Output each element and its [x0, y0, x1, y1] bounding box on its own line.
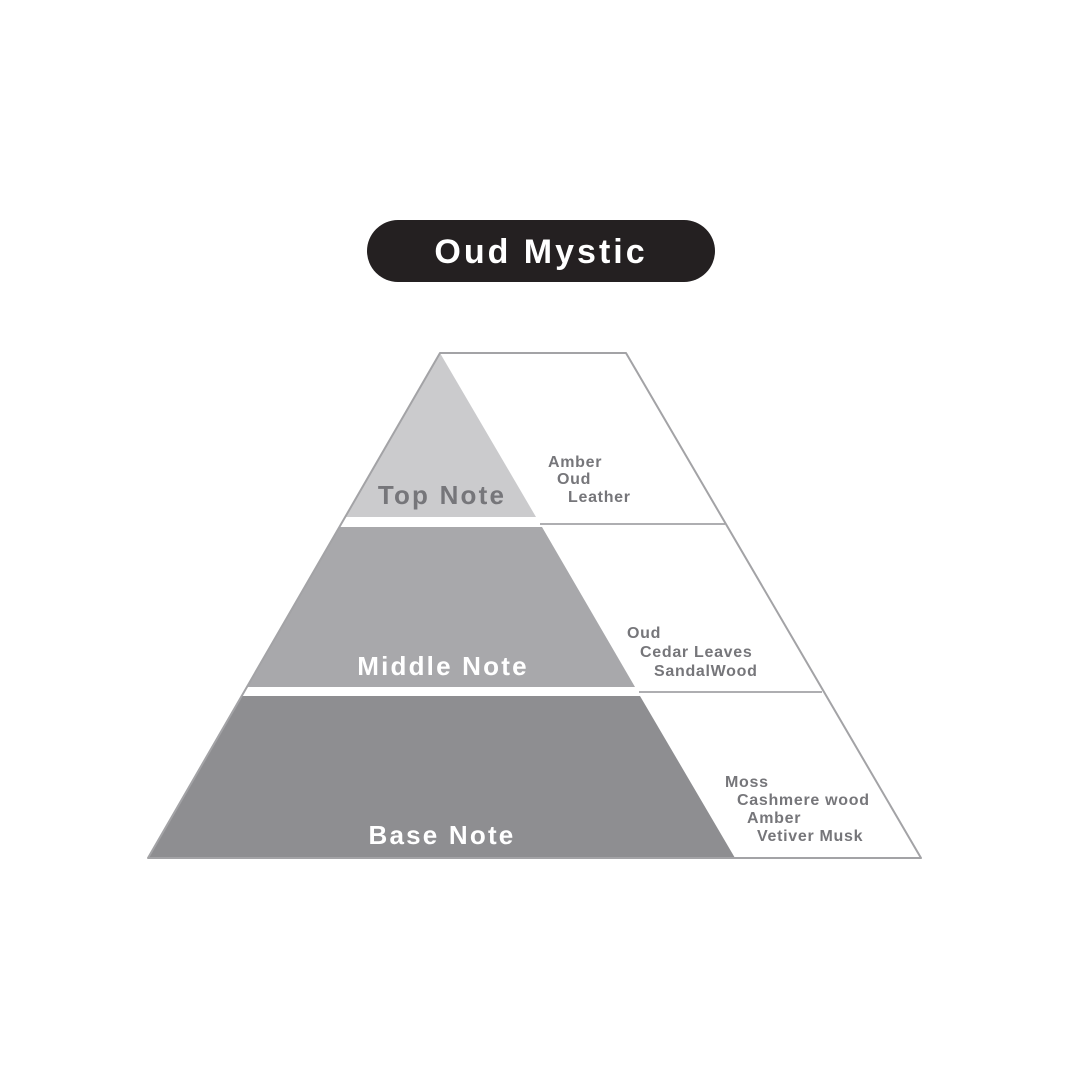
note-line: Amber	[747, 810, 801, 827]
note-line: Vetiver Musk	[757, 828, 863, 845]
pyramid-outline	[147, 352, 922, 859]
note-line: Leather	[568, 489, 631, 506]
title-label: Oud Mystic	[434, 233, 647, 271]
note-line: Oud	[627, 625, 661, 642]
note-line: SandalWood	[654, 663, 758, 680]
note-line: Oud	[557, 471, 591, 488]
note-line: Moss	[725, 774, 769, 791]
note-line: Cashmere wood	[737, 792, 870, 809]
title-pill	[367, 220, 715, 282]
tier-base-shape	[148, 696, 735, 858]
tier-middle-shape	[247, 527, 635, 687]
note-line: Amber	[548, 454, 602, 471]
tier-base-label: Base Note	[369, 820, 516, 850]
tier-top-label: Top Note	[378, 480, 506, 510]
tier-top-shape	[345, 353, 536, 517]
note-line: Cedar Leaves	[640, 644, 752, 661]
tier-middle-label: Middle Note	[357, 651, 529, 681]
